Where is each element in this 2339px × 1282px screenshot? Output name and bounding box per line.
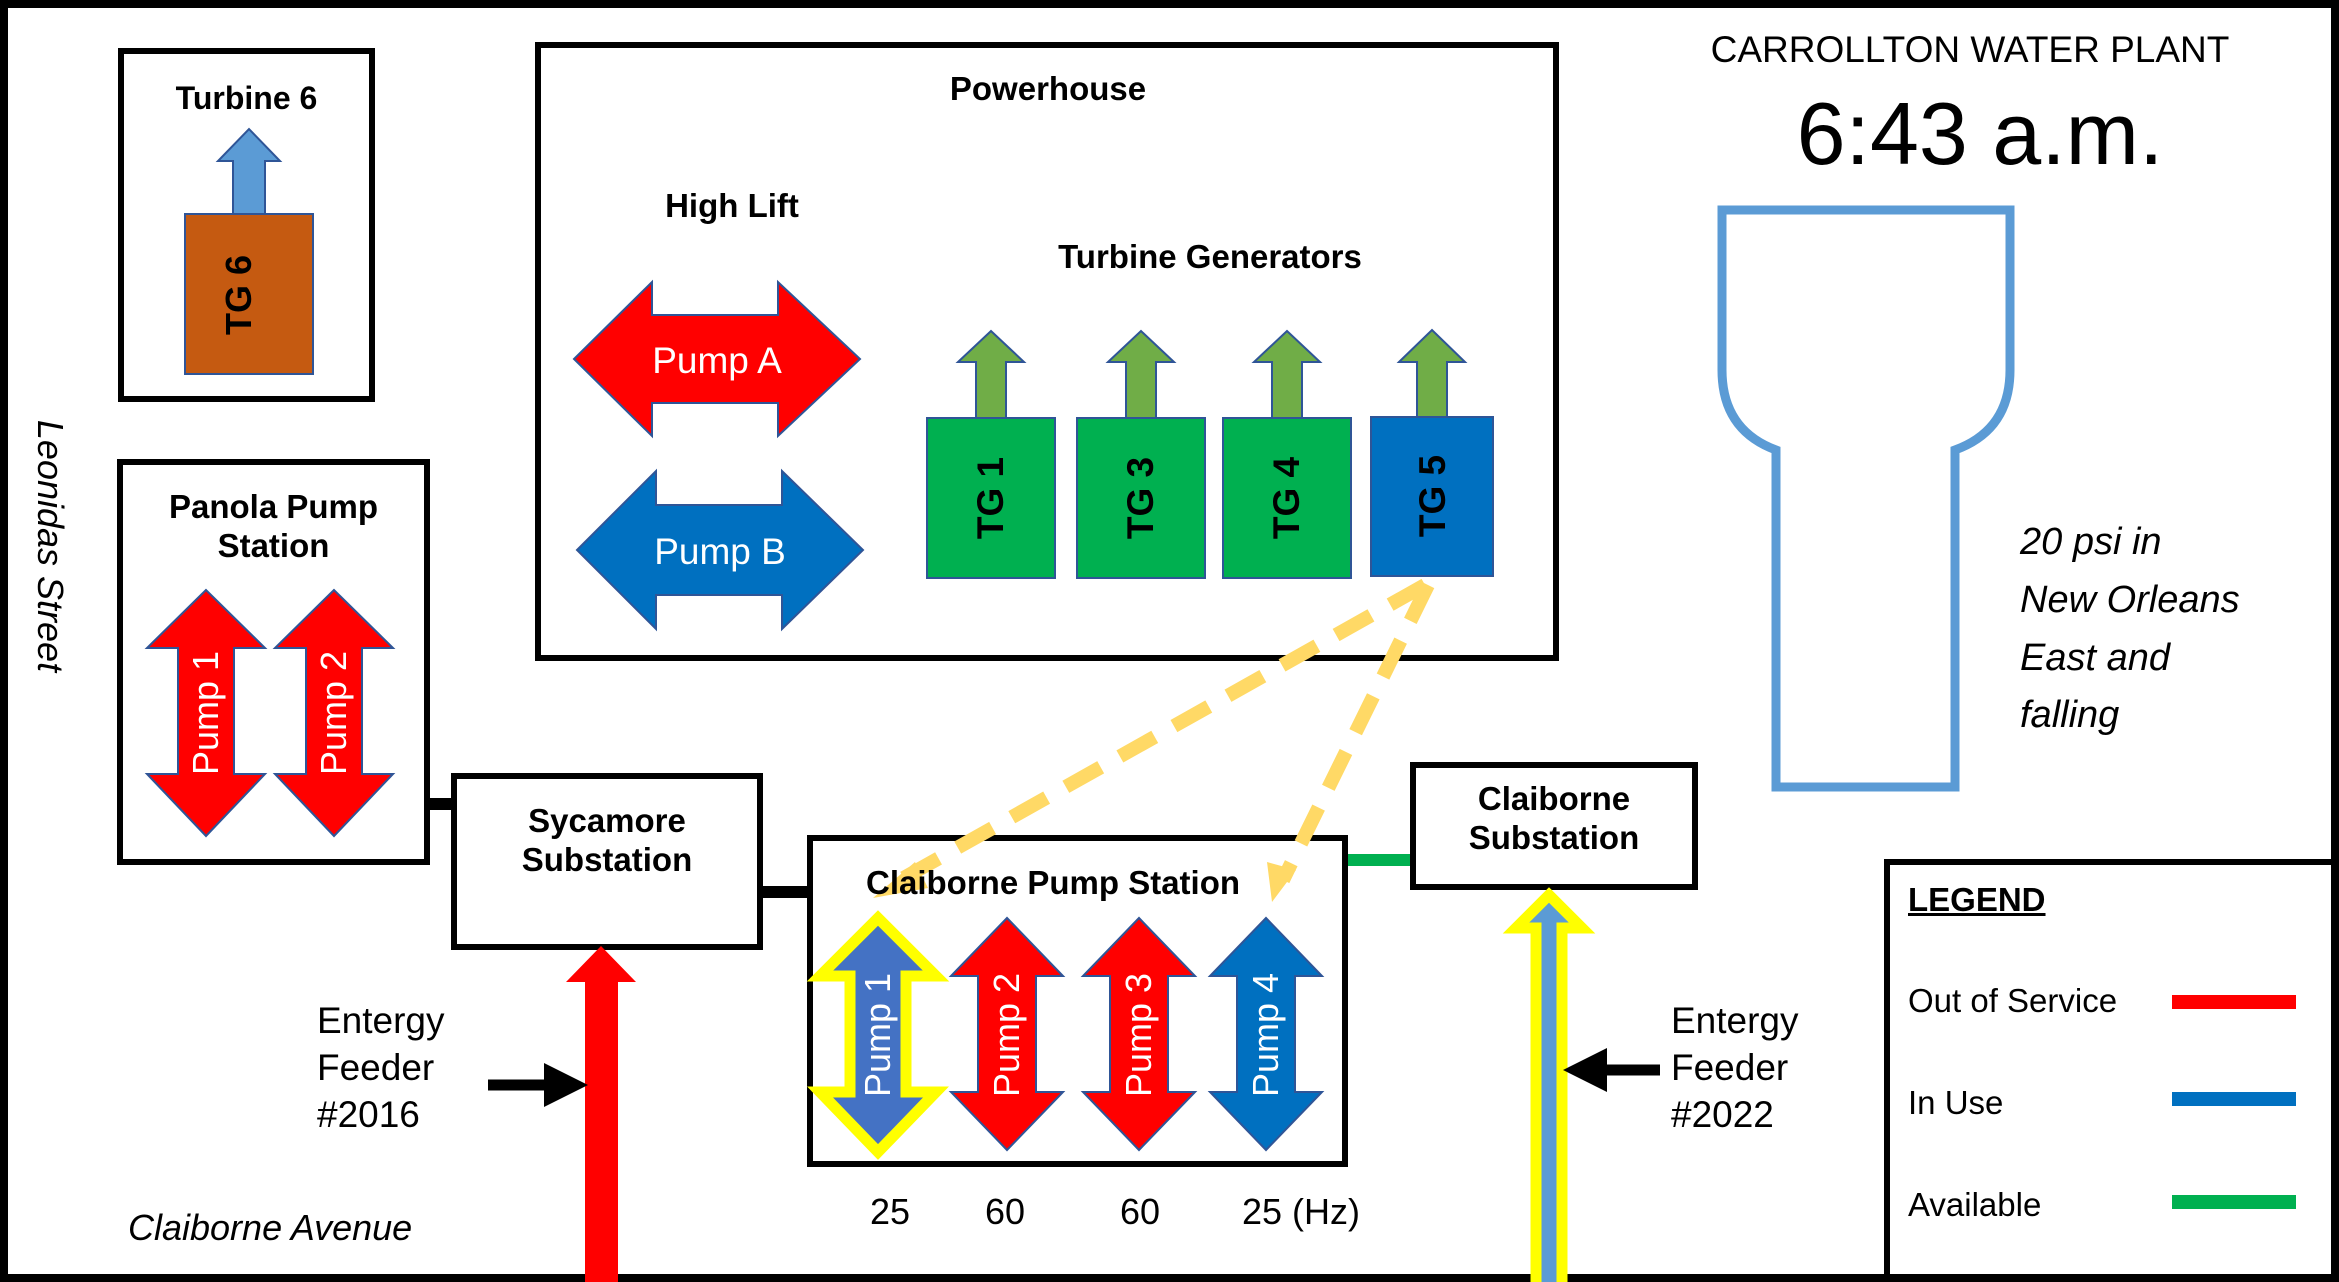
tg5-unit — [1370, 416, 1494, 577]
frequency-4: 25 (Hz) — [1242, 1191, 1361, 1232]
frequency-2: 60 — [984, 1191, 1026, 1232]
sycamore-label: Sycamore Substation — [454, 802, 760, 880]
pressure-note-line1: 20 psi in — [2020, 521, 2162, 563]
powerhouse-box — [535, 42, 1559, 661]
sycamore-line2: Substation — [521, 840, 693, 878]
pressure-note-line2: New Orleans — [2020, 578, 2240, 621]
sycamore-line1: Sycamore — [528, 802, 686, 839]
turbine6-box — [118, 48, 375, 402]
tg5-power-links — [896, 578, 1435, 887]
tg5-label: TG 5 — [1412, 455, 1453, 537]
plant-time: 6:43 a.m. — [1796, 84, 2164, 183]
claiborne-pump4-label: Pump 4 — [1245, 973, 1286, 1097]
sycamore-claiborne-link — [760, 886, 812, 898]
claiborne-pump1-label: Pump 1 — [857, 973, 898, 1097]
leonidas-street-label: Leonidas Street — [30, 420, 71, 674]
legend-label-available: Available — [1908, 1186, 2042, 1223]
plant-title: CARROLLTON WATER PLANT — [1710, 29, 2230, 70]
high-lift-title: High Lift — [665, 187, 799, 224]
feeder-2022-line — [1502, 887, 1596, 1282]
pump1-link-arrowhead — [873, 862, 928, 898]
tg6-unit — [184, 213, 314, 375]
frequency-1: 25 — [869, 1191, 911, 1232]
claiborne-pump2-label: Pump 2 — [986, 973, 1027, 1097]
legend-swatch-available — [2172, 1195, 2296, 1209]
legend-swatch-in-use — [2172, 1092, 2296, 1106]
claiborne-substation-box — [1410, 762, 1698, 890]
panola-title-line1: Panola Pump — [168, 488, 379, 525]
pump-b-label: Pump B — [654, 531, 786, 572]
claiborne-pump-station-title: Claiborne Pump Station — [866, 864, 1241, 901]
tg3-label: TG 3 — [1120, 457, 1161, 539]
claiborne-pump3-label: Pump 3 — [1118, 973, 1159, 1097]
feeder-2022-line2: Feeder — [1671, 1046, 1789, 1088]
feeder-2022-line3: #2022 — [1671, 1093, 1774, 1135]
panola-title: Panola Pump Station — [120, 488, 427, 566]
tg4-label: TG 4 — [1266, 456, 1307, 539]
panola-title-line2: Station — [217, 526, 330, 564]
pump-a-label: Pump A — [652, 340, 782, 381]
claiborne-avenue-label: Claiborne Avenue — [128, 1207, 413, 1248]
feeder-2016-label: Entergy Feeder #2016 — [317, 998, 445, 1139]
turbine-generators-title: Turbine Generators — [1058, 238, 1362, 275]
claiborne-pump1-arrow — [806, 910, 950, 1160]
tg6-label: TG 6 — [218, 255, 259, 335]
tg3-arrow-icon — [1105, 329, 1177, 419]
claiborne-substation-label: Claiborne Substation — [1413, 780, 1695, 858]
claiborne-substation-line2: Substation — [1468, 818, 1640, 856]
pump4-link-arrowhead — [1267, 862, 1296, 902]
legend-swatch-out-of-service — [2172, 995, 2296, 1009]
legend-label-in-use: In Use — [1908, 1084, 2004, 1121]
tg1-unit — [926, 417, 1056, 579]
panola-pump1-label: Pump 1 — [185, 651, 226, 775]
panola-pump2-arrow — [272, 588, 396, 838]
feeder-2022-line1: Entergy — [1671, 1000, 1799, 1041]
feeder-2016-line3: #2016 — [317, 1093, 420, 1135]
tg5-to-pump1-link — [896, 578, 1429, 887]
legend-label-out-of-service: Out of Service — [1908, 982, 2118, 1019]
sycamore-box — [451, 773, 763, 950]
tg5-arrow-icon — [1396, 328, 1468, 418]
pump-b-arrow — [575, 468, 865, 632]
tg1-label: TG 1 — [970, 457, 1011, 539]
claiborne-pump2-arrow — [948, 916, 1066, 1152]
pressure-note-line4: falling — [2020, 694, 2120, 737]
water-tank-icon — [1717, 205, 2015, 792]
powerhouse-title: Powerhouse — [949, 70, 1147, 107]
tg5-to-pump4-link — [1276, 581, 1435, 884]
feeder-2022-label: Entergy Feeder #2022 — [1671, 998, 1799, 1139]
claiborne-substation-line1: Claiborne — [1477, 780, 1631, 817]
claiborne-pump3-arrow — [1080, 916, 1198, 1152]
tg4-arrow-icon — [1251, 329, 1323, 419]
tg4-unit — [1222, 417, 1352, 579]
legend-title: LEGEND — [1908, 881, 2046, 918]
legend-box — [1884, 859, 2339, 1282]
panola-box — [117, 459, 430, 865]
feeder-2016-line1: Entergy — [317, 1000, 445, 1041]
turbine6-title: Turbine 6 — [175, 80, 318, 116]
frequency-3: 60 — [1119, 1191, 1161, 1232]
tg6-arrow-icon — [215, 127, 283, 215]
panola-pump2-label: Pump 2 — [313, 651, 354, 775]
feeder-2016-arrowhead — [566, 946, 636, 982]
panola-sycamore-link — [427, 798, 455, 810]
pressure-note-line3: East and — [2020, 636, 2170, 679]
feeder-2016-line2: Feeder — [317, 1046, 435, 1088]
panola-pump1-arrow — [144, 588, 268, 838]
feeder-2016-line — [585, 982, 618, 1282]
pump-a-arrow — [572, 279, 862, 439]
pressure-note: 20 psi in New Orleans East and falling — [2020, 514, 2240, 745]
claiborne-substation-link — [1345, 854, 1413, 866]
claiborne-pump4-arrow — [1207, 916, 1325, 1152]
tg1-arrow-icon — [955, 329, 1027, 419]
